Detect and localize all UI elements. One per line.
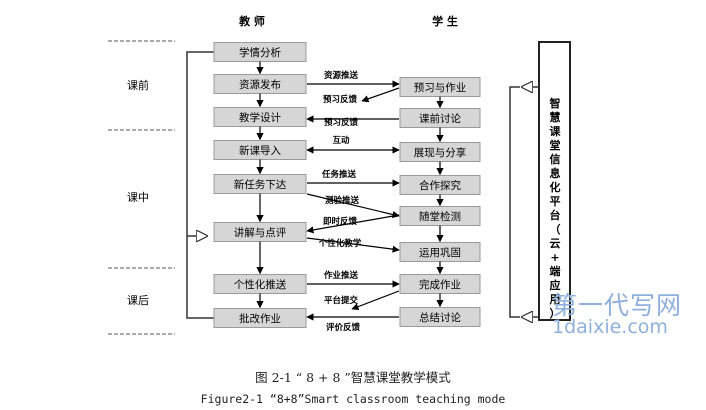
student-node-label: 合作探究 — [419, 179, 461, 192]
cross-edge-arrow — [351, 290, 400, 311]
teacher-node-label: 教学设计 — [239, 111, 281, 124]
watermark-text-en: 1daixie.com — [552, 316, 668, 338]
student-node: 总结讨论 — [399, 307, 481, 327]
cross-edge-label: 即时反馈 — [323, 216, 358, 227]
cross-edge-label: 评价反馈 — [326, 322, 361, 333]
platform-box — [538, 41, 571, 321]
teacher-node: 批改作业 — [213, 308, 307, 328]
teacher-node: 学情分析 — [213, 42, 307, 62]
teacher-node: 新课导入 — [213, 140, 307, 160]
phase-label-in-class: 课中 — [127, 191, 149, 204]
figure-caption-cn: 图 2-1 “ 8 + 8 ”智慧课堂教学模式 — [255, 370, 451, 385]
student-node: 展现与分享 — [399, 142, 481, 162]
phase-separators — [108, 40, 175, 335]
student-node: 课前讨论 — [399, 108, 481, 128]
watermark-text-cn: 第一代写网 — [552, 291, 683, 320]
cross-edge-label: 平台提交 — [324, 295, 359, 306]
student-node: 运用巩固 — [399, 242, 481, 262]
student-node: 预习与作业 — [399, 77, 481, 97]
platform-label: 智慧课堂信息化平台（云+端应用） — [550, 96, 562, 320]
teacher-node: 教学设计 — [213, 107, 307, 127]
cross-edge-label: 预习反馈 — [324, 117, 359, 128]
student-node: 完成作业 — [399, 274, 481, 294]
student-node-label: 运用巩固 — [419, 247, 461, 259]
cross-edge-label: 测验推送 — [325, 195, 360, 206]
cross-edge-arrow — [306, 237, 400, 253]
teacher-node: 资源发布 — [213, 74, 307, 94]
student-column-header: 学 生 — [432, 14, 458, 28]
student-node: 合作探究 — [399, 175, 481, 195]
cross-edges: 资源推送预习反馈预习反馈互动任务推送测验推送即时反馈个性化教学作业推送平台提交评… — [306, 70, 400, 333]
teacher-node: 新任务下达 — [213, 174, 307, 194]
figure-caption-en: Figure2-1 “8+8”Smart classroom teaching … — [200, 392, 506, 406]
teacher-column-header: 教 师 — [238, 14, 265, 28]
platform-bracket — [509, 86, 520, 318]
cross-edge-arrow — [306, 193, 400, 218]
teacher-node-label: 资源发布 — [239, 78, 281, 91]
student-node: 随堂检测 — [399, 206, 481, 226]
cross-edge-label: 互动 — [332, 135, 350, 146]
student-node-label: 完成作业 — [419, 278, 461, 291]
teacher-node-label: 新任务下达 — [234, 178, 287, 191]
teacher-node: 讲解与点评 — [213, 222, 307, 242]
cross-edge-label: 作业推送 — [324, 270, 359, 281]
teacher-bracket — [186, 51, 214, 319]
teacher-node: 个性化推送 — [213, 274, 307, 294]
teacher-node-label: 讲解与点评 — [234, 226, 287, 239]
cross-edge-arrow — [361, 87, 400, 103]
teacher-node-label: 新课导入 — [239, 144, 281, 157]
phase-label-after-class: 课后 — [127, 294, 149, 307]
cross-edge-label: 资源推送 — [324, 70, 359, 81]
teaching-mode-diagram: 教 师 学 生 课前 课中 课后 学情分析资源发布教学设计新课导入新任务下达讲解… — [108, 14, 571, 335]
phase-label-before-class: 课前 — [127, 78, 149, 92]
cross-edge-label: 任务推送 — [321, 169, 357, 180]
cross-edge-label: 预习反馈 — [323, 94, 358, 105]
student-node-label: 随堂检测 — [419, 210, 461, 223]
teacher-node-label: 学情分析 — [239, 46, 281, 59]
student-node-label: 总结讨论 — [419, 311, 461, 324]
student-node-label: 展现与分享 — [414, 146, 467, 159]
student-node-label: 预习与作业 — [414, 82, 467, 94]
cross-edge-arrow — [306, 214, 400, 234]
teacher-node-label: 批改作业 — [239, 312, 281, 325]
platform-arrows — [509, 86, 539, 318]
teacher-node-label: 个性化推送 — [234, 278, 287, 291]
student-node-label: 课前讨论 — [419, 112, 461, 125]
cross-edge-label: 个性化教学 — [318, 238, 362, 249]
